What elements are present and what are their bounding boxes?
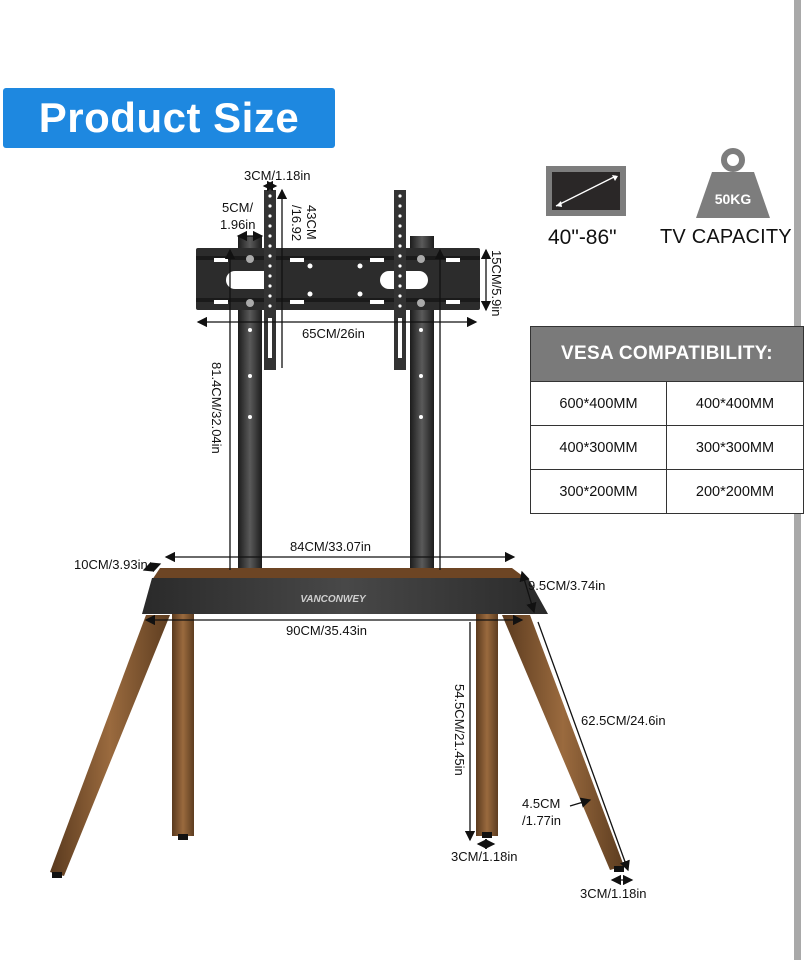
svg-text:VANCONWEY: VANCONWEY — [300, 594, 367, 605]
svg-text:50KG: 50KG — [715, 191, 752, 207]
dim-leg-thickness-b: /1.77in — [522, 813, 562, 828]
dimension-lines — [142, 180, 634, 886]
dim-base-height: 9.5CM/3.74in — [528, 578, 606, 593]
weight-icon: 50KG — [696, 148, 770, 218]
tv-capacity-label: TV CAPACITY — [660, 226, 792, 248]
vesa-cell: 400*300MM — [531, 426, 667, 470]
tv-diagonal-icon — [546, 166, 626, 216]
vesa-cell: 400*400MM — [667, 382, 803, 426]
dim-bottom-width: 90CM/35.43in — [286, 623, 367, 638]
dim-top-depth: 10CM/3.93in — [74, 557, 148, 572]
page-title: Product Size — [38, 94, 300, 141]
title-badge: Product Size — [3, 88, 335, 148]
dim-pole-diameter-b: 1.96in — [220, 217, 256, 232]
vesa-cell: 200*200MM — [695, 484, 775, 500]
vesa-cell: 300*300MM — [667, 426, 803, 470]
vesa-cell: 600*400MM — [531, 382, 667, 426]
dim-leg-height: 54.5CM/21.45in — [452, 684, 467, 776]
dim-pole-diameter-a: 5CM/ — [222, 200, 254, 215]
dim-bracket-width: 65CM/26in — [302, 326, 365, 341]
stand-base: VANCONWEY — [142, 568, 548, 614]
vesa-cell: 300*200MM — [531, 470, 667, 514]
vesa-table-body: 600*400MM 400*400MM 400*300MM 300*300MM … — [531, 382, 803, 514]
dim-arm-width: 3CM/1.18in — [244, 168, 311, 183]
vesa-table-title: VESA COMPATIBILITY: — [561, 343, 773, 364]
wooden-legs — [50, 614, 624, 878]
vesa-compatibility-table: VESA COMPATIBILITY: 600*400MM 400*400MM … — [530, 326, 804, 514]
vesa-table-header: VESA COMPATIBILITY: — [531, 327, 803, 382]
dim-arm-length-a: 43CM — [304, 205, 319, 240]
dim-arm-length-b: /16.92 — [289, 205, 304, 242]
dim-top-width: 84CM/33.07in — [290, 539, 371, 554]
screen-size-label: 40"-86" — [548, 226, 617, 249]
dim-pole-height: 81.4CM/32.04in — [209, 362, 224, 454]
dim-leg-length: 62.5CM/24.6in — [581, 713, 666, 728]
dim-leg-thickness-a: 4.5CM — [522, 796, 561, 811]
dim-foot-side: 3CM/1.18in — [580, 886, 647, 901]
dim-bracket-height: 15CM/5.9in — [489, 250, 504, 317]
wall-bracket — [196, 248, 480, 310]
dim-foot-front: 3CM/1.18in — [451, 849, 518, 864]
